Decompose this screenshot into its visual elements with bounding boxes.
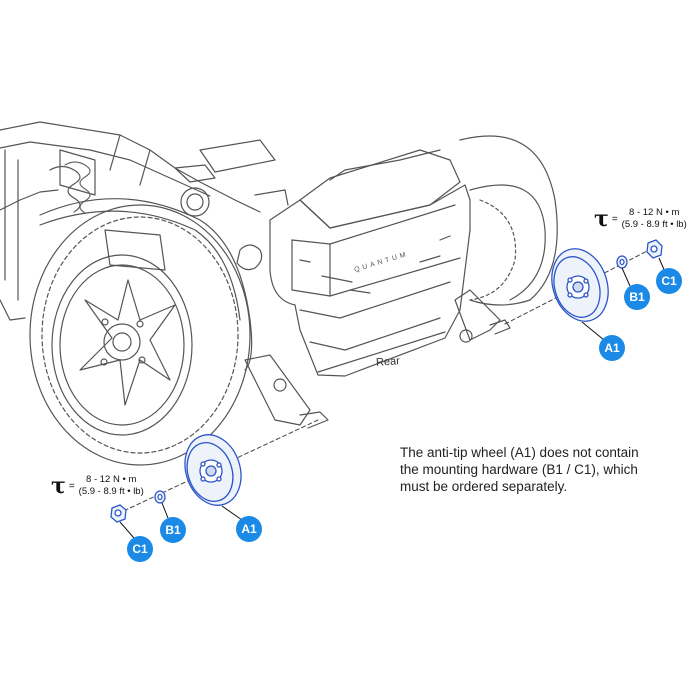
note-line: the mounting hardware (B1 / C1), which [400, 462, 638, 477]
torque-symbol-icon: τ [594, 206, 609, 232]
rear-body-shroud [269, 149, 471, 377]
callout-b1-right: B1 [624, 284, 650, 310]
washer-right [616, 255, 628, 269]
nut-left [110, 504, 127, 523]
left-anti-tip-bracket [244, 354, 329, 429]
hardware-note: The anti-tip wheel (A1) does not contain… [400, 444, 650, 495]
callout-c1-right: C1 [656, 268, 682, 294]
callout-leader-lines [119, 257, 666, 539]
note-line: The anti-tip wheel (A1) does not contain [400, 445, 639, 460]
torque-metric-value: 8 - 12 N • m [629, 207, 680, 218]
torque-imperial-value: (5.9 - 8.9 ft • lb) [78, 486, 144, 497]
brand-lettering: QUANTUM [354, 251, 410, 274]
left-drive-wheel [29, 198, 253, 466]
torque-metric-value: 8 - 12 N • m [86, 474, 137, 485]
rear-label: Rear [375, 355, 401, 369]
nut-right [646, 239, 663, 259]
callout-a1-right: A1 [599, 335, 625, 361]
torque-spec-right: τ = 8 - 12 N • m (5.9 - 8.9 ft • lb) [594, 207, 687, 231]
torque-equals: = [611, 213, 618, 225]
callout-c1-left: C1 [127, 536, 153, 562]
washer-left [154, 490, 166, 504]
right-anti-tip-bracket [454, 289, 511, 343]
note-line: must be ordered separately. [400, 479, 568, 494]
torque-imperial-value: (5.9 - 8.9 ft • lb) [621, 219, 687, 230]
torque-spec-left: τ = 8 - 12 N • m (5.9 - 8.9 ft • lb) [51, 474, 144, 498]
anti-tip-wheel-left [184, 434, 242, 506]
anti-tip-wheel-right [551, 248, 609, 322]
suspension-frame [0, 121, 289, 321]
torque-equals: = [68, 480, 75, 492]
callout-a1-left: A1 [236, 516, 262, 542]
right-drive-wheel [459, 135, 558, 306]
callout-b1-left: B1 [160, 517, 186, 543]
torque-symbol-icon: τ [51, 473, 66, 499]
